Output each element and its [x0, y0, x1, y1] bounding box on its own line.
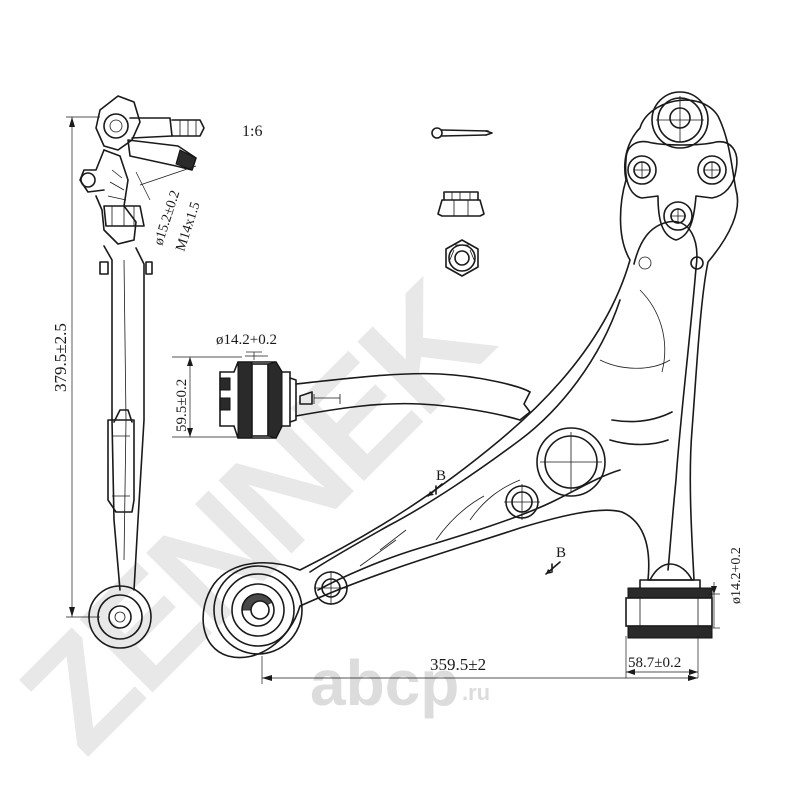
front-bushing-diameter-label: ø14.2+0.2: [216, 332, 277, 348]
section-mark-b-upper: B: [436, 468, 446, 484]
abcp-watermark-text: abcp: [310, 647, 459, 719]
side-view: 379.5±2.5 ø15.2±0.2 M14x1.5: [51, 95, 205, 649]
castle-nut-top: [445, 239, 479, 277]
front-bushing-length-label: 59.5±0.2: [174, 379, 190, 432]
control-arm-plan-view: B B ø14.2+0.2 58.7±0.2 359.5±2: [202, 91, 744, 684]
castle-nut-side: [437, 191, 485, 217]
front-bushing-detail: ø14.2+0.2 59.5±0.2: [172, 332, 531, 439]
abcp-watermark: abcp .ru: [310, 647, 490, 719]
rear-bushing-length-label: 58.7±0.2: [628, 655, 681, 671]
overall-length-label: 359.5±2: [430, 655, 486, 674]
abcp-watermark-tld: .ru: [462, 680, 490, 705]
rear-bushing-diameter-label: ø14.2+0.2: [729, 547, 744, 604]
overall-height-label: 379.5±2.5: [51, 323, 70, 392]
scale-label: 1:6: [242, 123, 262, 140]
section-mark-b-lower: B: [556, 545, 566, 561]
cotter-pin: [431, 127, 493, 139]
